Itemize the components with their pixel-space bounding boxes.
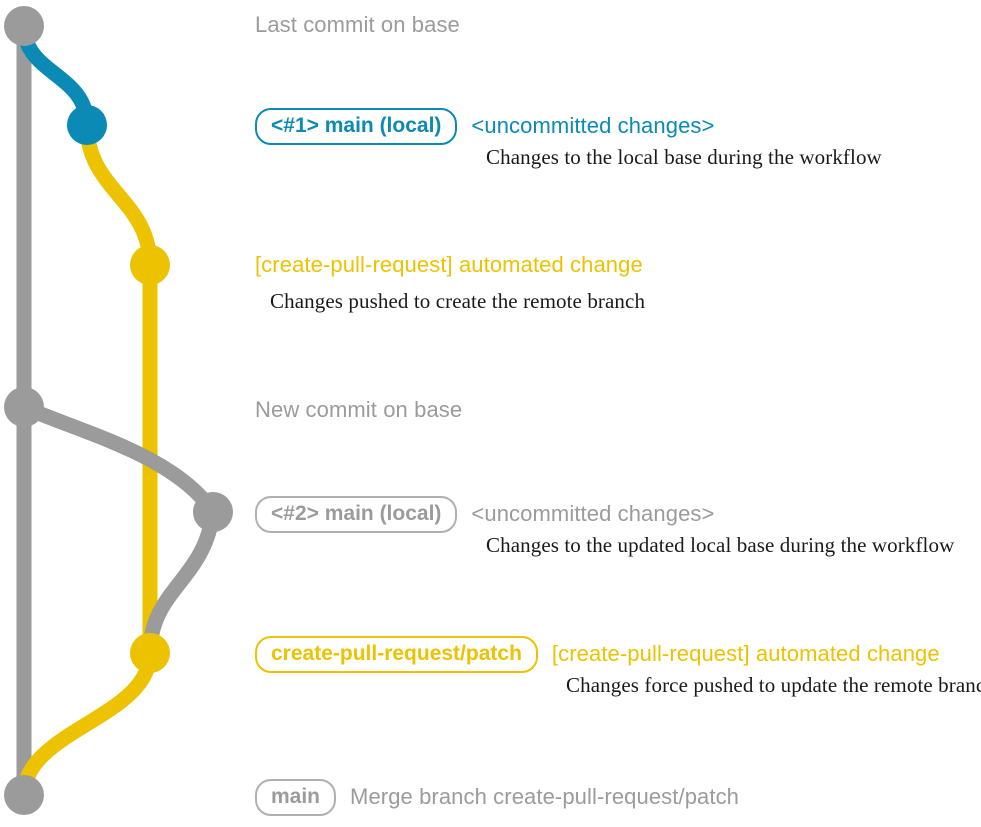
commit-node-merge[interactable] [4, 775, 44, 815]
row-local-commit-2: <#2> main (local) <uncommitted changes> [255, 496, 714, 533]
commit-message-patch-1: [create-pull-request] automated change [255, 252, 643, 277]
edge-local-1-to-patch-1 [79, 117, 158, 273]
edge-patch-2-to-merge [16, 645, 158, 803]
commit-node-local-1[interactable] [67, 105, 107, 145]
row-patch-commit-2: create-pull-request/patch [create-pull-r… [255, 636, 940, 673]
note-local-commit-1: Changes to the local base during the wor… [486, 145, 882, 169]
commit-node-base-last[interactable] [4, 6, 44, 46]
commit-message-base-new: New commit on base [255, 397, 463, 422]
row-new-commit-on-base: New commit on base [255, 397, 462, 423]
ref-badge-create-pull-request-patch[interactable]: create-pull-request/patch [255, 636, 538, 673]
ref-badge-main[interactable]: main [255, 779, 337, 816]
note-local-commit-2: Changes to the updated local base during… [486, 533, 955, 557]
commit-message-local-1: <uncommitted changes> [471, 113, 715, 139]
note-patch-commit-2: Changes force pushed to update the remot… [566, 673, 981, 697]
commit-node-local-2[interactable] [193, 492, 233, 532]
commit-node-patch-1[interactable] [130, 245, 170, 285]
commit-message-patch-2: [create-pull-request] automated change [551, 641, 940, 667]
note-patch-commit-1: Changes pushed to create the remote bran… [270, 289, 646, 313]
edge-base-to-local-2 [16, 399, 221, 520]
row-patch-commit-1: [create-pull-request] automated change [255, 252, 643, 278]
ref-badge-main-local-2[interactable]: <#2> main (local) [255, 496, 458, 533]
ref-badge-main-local-1[interactable]: <#1> main (local) [255, 108, 458, 145]
row-local-commit-1: <#1> main (local) <uncommitted changes> [255, 108, 714, 145]
commit-message-local-2: <uncommitted changes> [471, 501, 715, 527]
commit-node-base-new[interactable] [4, 387, 44, 427]
row-last-commit-on-base: Last commit on base [255, 12, 460, 38]
commit-node-patch-2[interactable] [130, 633, 170, 673]
row-merge-commit: main Merge branch create-pull-request/pa… [255, 779, 739, 816]
edge-local-2-to-patch-2 [142, 504, 221, 661]
commit-message-merge: Merge branch create-pull-request/patch [350, 784, 740, 810]
commit-message-base-last: Last commit on base [255, 12, 460, 37]
